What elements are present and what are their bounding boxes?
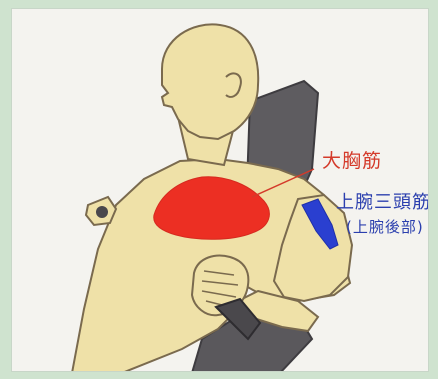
far-handle-bolt — [96, 206, 108, 218]
triceps-label: 上腕三頭筋 — [336, 188, 429, 214]
triceps-sub-label: (上腕後部) — [346, 216, 424, 237]
pectoralis-label: 大胸筋 — [322, 146, 382, 173]
head — [162, 24, 258, 139]
illustration-canvas: 大胸筋 上腕三頭筋 (上腕後部) — [11, 8, 429, 372]
